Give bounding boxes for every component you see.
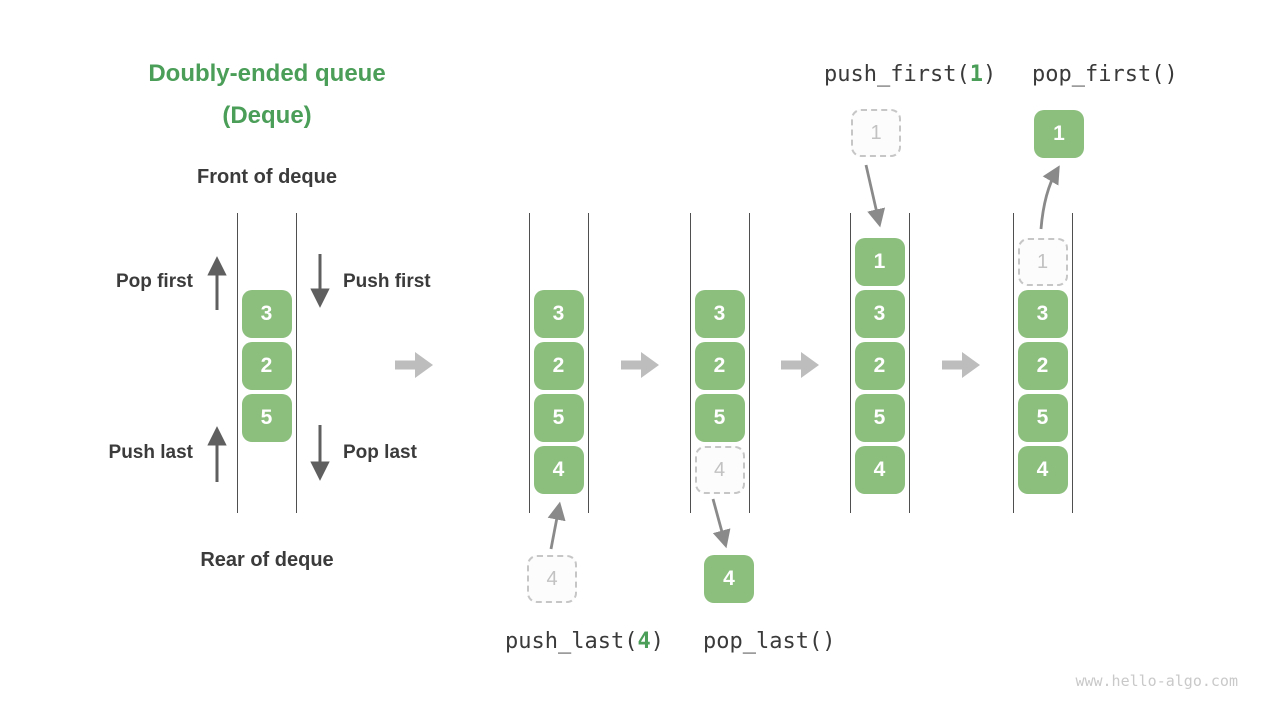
push-last-code-label: push_last(4) [505, 629, 664, 654]
push-first-code-label: push_first(1) [824, 62, 996, 87]
push-first-code-suffix: ) [982, 62, 997, 87]
pop-last-removed-cell: 4 [704, 555, 754, 603]
deque-cell: 3 [241, 290, 292, 338]
deque-cell: 5 [694, 394, 745, 442]
deque-cell: 5 [533, 394, 584, 442]
pop-first-label: Pop first [115, 271, 193, 292]
deque-cell: 3 [1017, 290, 1068, 338]
deque-cell: 3 [694, 290, 745, 338]
push-last-code-suffix: ) [650, 629, 664, 654]
pop-last-code-label: pop_last() [703, 629, 836, 654]
rear-of-deque-label: Rear of deque [200, 549, 334, 571]
pop-last-label: Pop last [343, 442, 417, 463]
deque-cell: 1 [854, 238, 905, 286]
push-first-code-prefix: push_first( [824, 62, 970, 87]
push-last-connector-arrow [547, 501, 566, 550]
diagram-title-line2: (Deque) [222, 102, 312, 129]
push-last-label: Push last [108, 442, 193, 463]
transition-arrow-1 [395, 352, 433, 378]
deque-cell: 4 [533, 446, 584, 494]
push-first-code-arg: 1 [969, 62, 983, 87]
push-first-incoming-cell: 1 [851, 109, 901, 157]
watermark: www.hello-algo.com [1075, 672, 1238, 690]
transition-arrow-2 [621, 352, 659, 378]
transition-arrow-3 [781, 352, 819, 378]
pop-first-code-label: pop_first() [1032, 62, 1178, 87]
push-first-label: Push first [343, 271, 431, 292]
deque-cell: 3 [533, 290, 584, 338]
pop-first-removed-cell: 1 [1034, 110, 1084, 158]
deque-cell: 2 [854, 342, 905, 390]
push-last-code-prefix: push_last( [505, 629, 638, 654]
diagram-title-line1: Doubly-ended queue [148, 60, 386, 87]
deque-cell: 4 [854, 446, 905, 494]
deque-cell: 5 [1017, 394, 1068, 442]
deque-cell: 3 [854, 290, 905, 338]
deque-cell: 2 [1017, 342, 1068, 390]
diagram-title: Doubly-ended queue (Deque) [107, 53, 427, 137]
deque-cell-dashed: 1 [1017, 238, 1068, 286]
deque-cell: 2 [533, 342, 584, 390]
deque-cell: 2 [694, 342, 745, 390]
deque-cell: 5 [241, 394, 292, 442]
front-of-deque-label: Front of deque [197, 166, 337, 188]
deque-cell: 5 [854, 394, 905, 442]
transition-arrow-4 [942, 352, 980, 378]
deque-cell: 4 [1017, 446, 1068, 494]
push-last-incoming-cell: 4 [527, 555, 577, 603]
deque-cell-dashed: 4 [694, 446, 745, 494]
push-last-code-arg: 4 [637, 629, 651, 654]
deque-cell: 2 [241, 342, 292, 390]
